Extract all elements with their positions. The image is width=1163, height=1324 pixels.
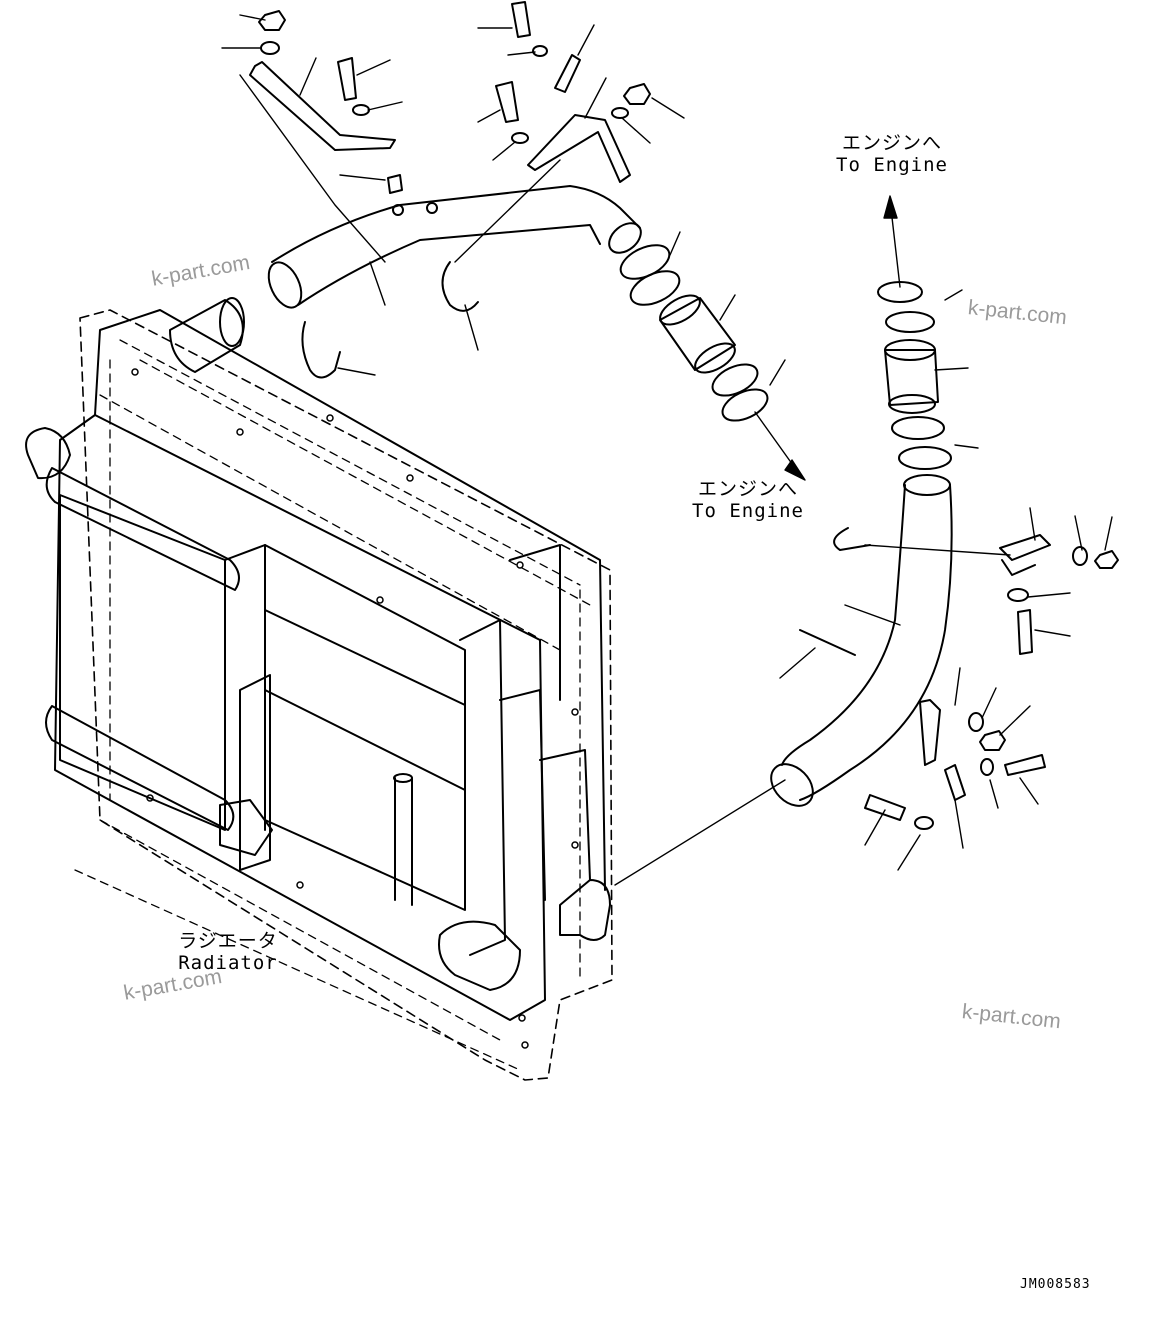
upper-pipe-assembly bbox=[249, 1, 769, 422]
radiator-top-tank bbox=[45, 467, 240, 591]
radiator-assembly bbox=[25, 297, 613, 1081]
rubber-hose bbox=[884, 349, 939, 406]
drawing-code: JM008583 bbox=[1020, 1277, 1091, 1292]
radiator-outlet-right bbox=[559, 879, 611, 941]
radiator-core-center bbox=[264, 544, 466, 911]
arrow-up bbox=[883, 195, 898, 219]
engine-label-top: エンジンへ To Engine bbox=[812, 132, 972, 176]
bolt bbox=[1017, 609, 1033, 655]
radiator-core-left bbox=[59, 494, 226, 831]
radiator-bottom-tank bbox=[45, 705, 235, 831]
nut bbox=[258, 10, 286, 31]
radiator-label-jp: ラジエータ bbox=[178, 930, 278, 952]
u-bolt-left bbox=[301, 321, 341, 379]
bolt-holes bbox=[131, 368, 579, 1049]
rubber-hose bbox=[659, 297, 736, 371]
radiator-label: ラジエータ Radiator bbox=[148, 930, 308, 974]
radiator-label-en: Radiator bbox=[178, 952, 278, 974]
upper-bracket-right bbox=[527, 114, 631, 183]
lower-bracket-bottom bbox=[919, 699, 941, 766]
arrow-down bbox=[784, 459, 806, 481]
lower-pipe bbox=[781, 484, 953, 801]
nut bbox=[1094, 550, 1119, 569]
bolt bbox=[337, 57, 357, 101]
lower-bracket-top bbox=[999, 534, 1051, 561]
engine-label-top-en: To Engine bbox=[836, 154, 948, 176]
radiator-rear-panel bbox=[79, 309, 613, 1081]
engine-label-top-jp: エンジンへ bbox=[841, 132, 942, 154]
engine-label-mid: エンジンへ To Engine bbox=[668, 478, 828, 522]
engine-label-mid-jp: エンジンへ bbox=[697, 478, 798, 500]
engine-label-mid-en: To Engine bbox=[692, 500, 804, 522]
leader-lines bbox=[221, 14, 1113, 886]
radiator-inlet-coupling bbox=[169, 299, 244, 373]
upper-pipe bbox=[271, 185, 641, 306]
upper-pipe-end bbox=[267, 261, 303, 309]
upper-bracket-left bbox=[249, 61, 396, 151]
lower-pipe-assembly bbox=[770, 281, 1119, 830]
lower-pipe-end bbox=[770, 763, 814, 807]
u-bolt-right bbox=[441, 261, 479, 312]
